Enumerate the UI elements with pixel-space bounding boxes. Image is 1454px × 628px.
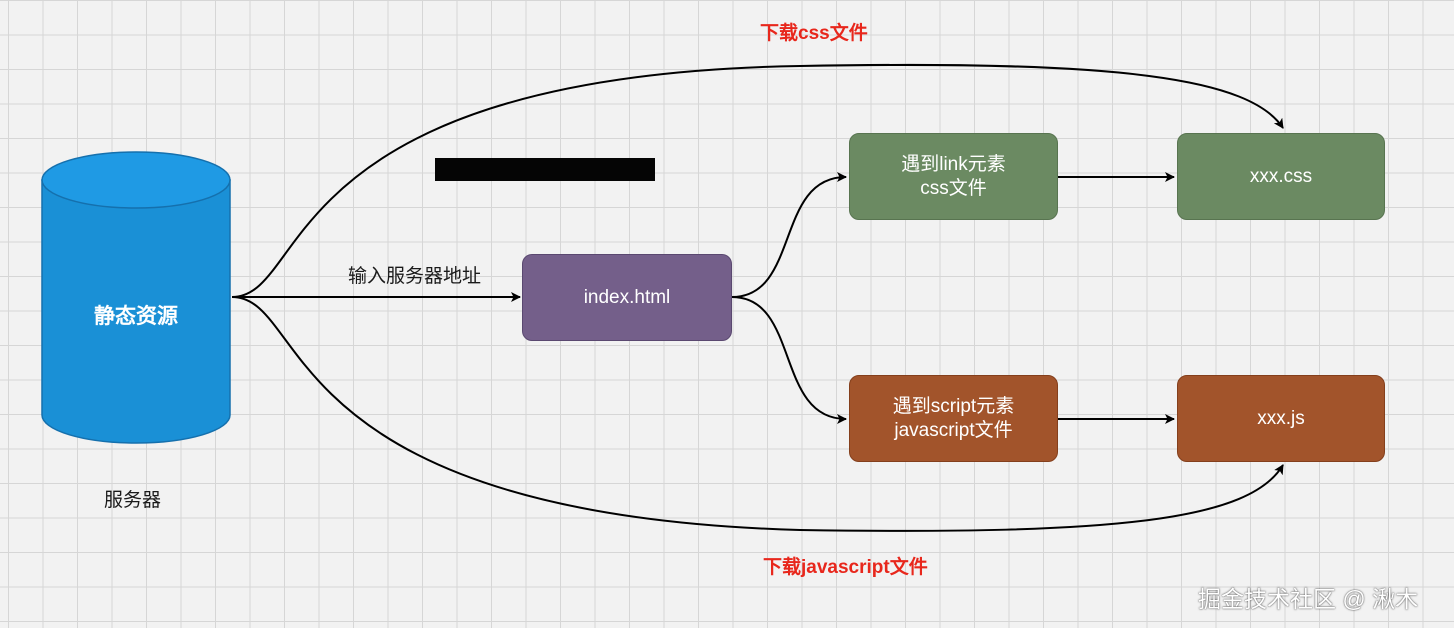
edge-index-to-link xyxy=(731,172,847,298)
server-caption: 服务器 xyxy=(104,490,162,511)
redaction-bar xyxy=(435,158,655,181)
label-download-css: 下载css文件 xyxy=(760,23,868,44)
label-download-js: 下载javascript文件 xyxy=(763,557,928,578)
edge-download-css xyxy=(231,63,1284,298)
edge-label-address: 输入服务器地址 xyxy=(348,266,482,287)
watermark: 掘金技术社区 @ 湫木 xyxy=(1198,586,1419,612)
database-label: 静态资源 xyxy=(94,305,178,328)
node-xxx-css: xxx.css xyxy=(1177,133,1385,220)
node-script-element: 遇到script元素 javascript文件 xyxy=(849,375,1058,462)
edge-index-to-script xyxy=(731,296,847,424)
node-js-label: xxx.js xyxy=(1257,407,1305,429)
node-xxx-js: xxx.js xyxy=(1177,375,1385,462)
node-css-label: xxx.css xyxy=(1249,165,1313,187)
node-script-line-2: javascript文件 xyxy=(894,419,1013,441)
node-link-line-1: 遇到link元素 xyxy=(901,153,1006,175)
node-link-element: 遇到link元素 css文件 xyxy=(849,133,1058,220)
node-index-label: index.html xyxy=(583,286,671,308)
database-cylinder xyxy=(41,151,231,444)
edge-download-js xyxy=(231,296,1284,532)
node-link-line-2: css文件 xyxy=(920,177,987,199)
node-script-line-1: 遇到script元素 xyxy=(892,395,1015,417)
node-index-html: index.html xyxy=(522,254,732,341)
